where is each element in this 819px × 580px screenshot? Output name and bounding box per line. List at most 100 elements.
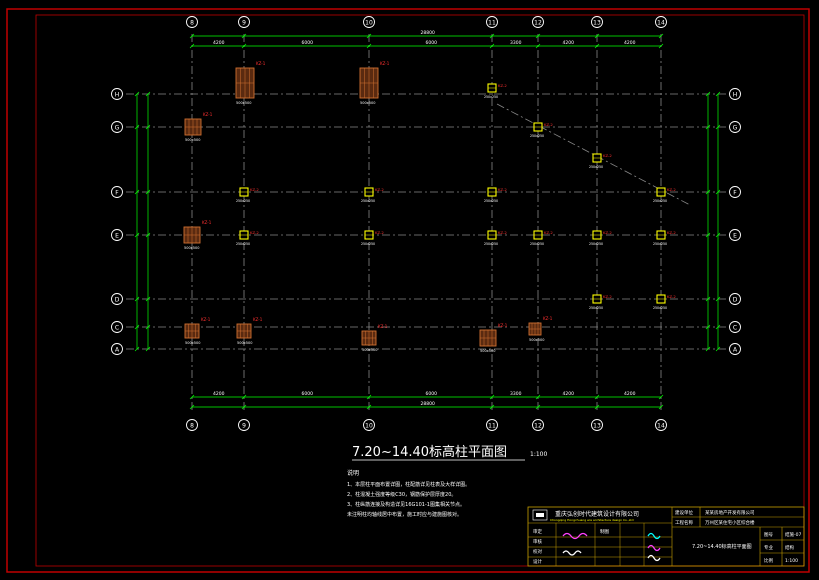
- column-8-E-tag: KZ-1: [202, 220, 212, 225]
- axis-bubble-bottom-9-label: 9: [242, 422, 246, 429]
- left-dimension-tick: [145, 324, 151, 330]
- left-dimension-tick: [134, 232, 140, 238]
- bottom-dimension-tick: [535, 394, 541, 400]
- left-dimension-tick: [134, 296, 140, 302]
- left-dimension-tick: [145, 232, 151, 238]
- top-dimension-tick: [241, 43, 247, 49]
- right-dimension-tick: [705, 296, 711, 302]
- row-label-3: 校对: [533, 548, 542, 555]
- column-small-10-tag: KZ-2: [544, 230, 553, 235]
- signature-1-icon: [562, 532, 588, 540]
- bottom-dimension-tick: [658, 404, 664, 410]
- axis-bubble-top-11: [486, 16, 498, 28]
- axis-bubble-right-E: [729, 229, 741, 241]
- column-small-0-tag: KZ-2: [498, 83, 507, 88]
- bottom-dimension-total-label: 28800: [421, 401, 435, 407]
- company-logo-mark: [536, 513, 544, 517]
- project-name-label: 工程名称: [675, 519, 693, 526]
- top-dimension-tick: [366, 33, 372, 39]
- axis-bubble-right-C-label: C: [733, 324, 737, 331]
- column-small-2-tag: KZ-2: [603, 153, 612, 158]
- bottom-dimension-tick: [489, 394, 495, 400]
- column-small-5-tag: KZ-2: [498, 187, 507, 192]
- left-dimension-tick: [134, 189, 140, 195]
- axis-bubble-top-13: [591, 16, 603, 28]
- signature-2-icon: [562, 550, 582, 556]
- note-item-1: 1、本层柱平面布置详图，柱配筋详见柱表及大样详图。: [347, 481, 470, 488]
- grade-label-1: 专业: [764, 544, 773, 551]
- axis-bubble-top-12: [532, 16, 544, 28]
- column-12-A-tag: KZ-1: [543, 316, 553, 321]
- column-8-E-size: 500x500: [184, 246, 199, 250]
- axis-bubble-bottom-12-label: 12: [534, 422, 542, 429]
- right-dimension-tick: [705, 124, 711, 130]
- column-small-3-tag: KZ-2: [250, 187, 259, 192]
- bottom-dimension-segment-label: 4200: [624, 391, 636, 397]
- left-dimension-tick: [145, 189, 151, 195]
- drawing-inner-frame: [35, 14, 805, 567]
- column-small-3-size: 250x250: [236, 199, 250, 203]
- axis-bubble-top-10: [363, 16, 375, 28]
- bottom-dimension-tick: [658, 394, 664, 400]
- bottom-dimension-segment-label: 4200: [213, 391, 225, 397]
- row-label-2: 审核: [533, 538, 542, 545]
- axis-bubble-bottom-13: [591, 419, 603, 431]
- axis-bubble-bottom-11-label: 11: [488, 422, 496, 429]
- column-markers: KZ-1500x500KZ-1500x500KZ-1500x500KZ-1500…: [183, 61, 676, 353]
- axis-bubble-right-F-label: F: [733, 189, 737, 196]
- axis-bubble-right-C: [729, 321, 741, 333]
- company-logo-icon: [532, 509, 548, 521]
- bottom-dimension-tick: [189, 404, 195, 410]
- left-dimension-tick: [145, 124, 151, 130]
- axis-bubble-right-D-label: D: [733, 296, 738, 303]
- axis-bubble-left-D-label: D: [115, 296, 120, 303]
- axis-bubble-right-G: [729, 121, 741, 133]
- column-small-9-size: 250x250: [484, 242, 498, 246]
- column-small-7-tag: KZ-2: [250, 230, 259, 235]
- axis-bubble-bottom-14-label: 14: [657, 422, 665, 429]
- column-small-2-size: 250x250: [589, 165, 603, 169]
- grid-lines: [126, 34, 730, 412]
- company-name-en: Chongqing Hongchuang era architecture de…: [550, 518, 634, 522]
- axis-bubble-left-A: [111, 343, 123, 355]
- top-dimension-tick: [189, 43, 195, 49]
- column-8-G-tag: KZ-1: [203, 112, 213, 117]
- right-dimension-tick: [705, 189, 711, 195]
- axis-bubble-left-E-label: E: [115, 232, 119, 239]
- drawing-scale: 1:100: [530, 451, 547, 458]
- column-small-1-size: 250x250: [530, 134, 544, 138]
- bottom-dimension-tick: [189, 394, 195, 400]
- axis-bubble-top-12-label: 12: [534, 19, 542, 26]
- axis-bubble-left-H-label: H: [115, 91, 120, 98]
- top-dimension-segment-label: 6000: [426, 40, 438, 46]
- right-dimension-tick: [705, 324, 711, 330]
- column-10-A-size: 500x500: [362, 348, 377, 352]
- column-10-H-tag: KZ-1: [380, 61, 390, 66]
- column-small-8-tag: KZ-2: [375, 230, 384, 235]
- top-dimension-tick: [366, 43, 372, 49]
- bottom-dimension-segment-label: 3300: [510, 391, 522, 397]
- axis-bubble-bottom-12: [532, 419, 544, 431]
- bottom-dimension-segment-label: 6000: [302, 391, 314, 397]
- signature-5-icon: [647, 554, 661, 562]
- bottom-dimension-tick: [241, 404, 247, 410]
- right-dimension-tick: [715, 324, 721, 330]
- column-small-12-tag: KZ-2: [667, 230, 676, 235]
- column-9-H-size: 500x500: [236, 101, 251, 105]
- column-small-10-size: 250x250: [530, 242, 544, 246]
- bottom-dimension-tick: [241, 394, 247, 400]
- grade-value-1: 结构: [785, 544, 794, 551]
- column-12-A-size: 500x500: [529, 338, 544, 342]
- axis-bubble-bottom-8-label: 8: [190, 422, 194, 429]
- notes-heading: 说明: [347, 469, 359, 477]
- column-small-4-tag: KZ-2: [375, 187, 384, 192]
- column-8-A-tag: KZ-1: [201, 317, 211, 322]
- column-small-6-tag: KZ-2: [667, 187, 676, 192]
- drawing-no-label: 图号: [764, 532, 773, 538]
- column-small-6-size: 250x250: [653, 199, 667, 203]
- axis-bubble-bottom-13-label: 13: [593, 422, 601, 429]
- axis-bubble-top-9-label: 9: [242, 19, 246, 26]
- left-dimension-tick: [145, 91, 151, 97]
